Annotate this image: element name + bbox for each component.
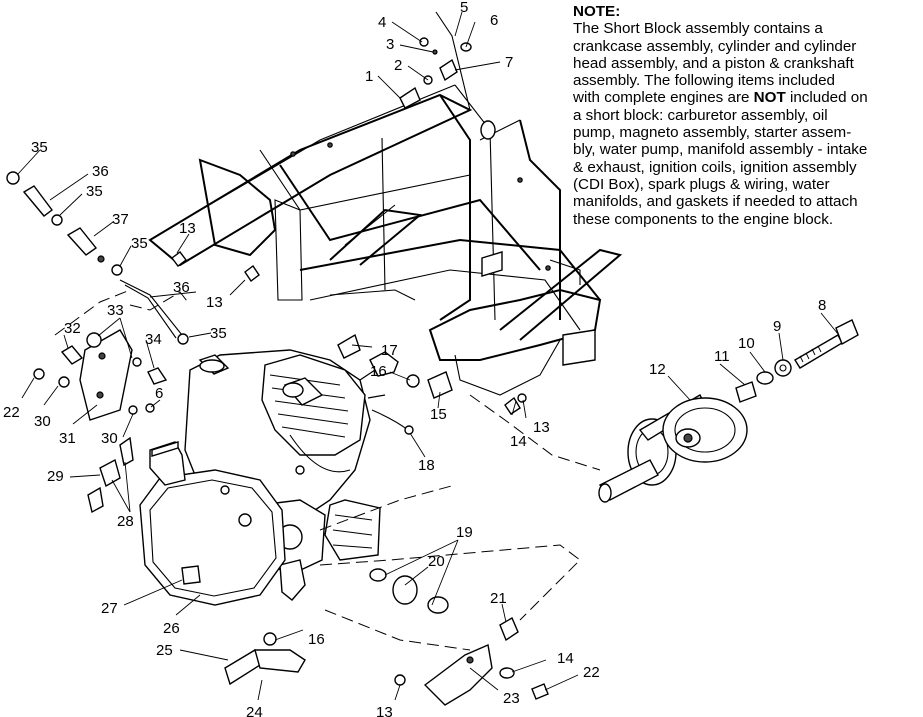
callout-10: 10 (738, 335, 755, 352)
callout-17: 17 (381, 342, 398, 359)
callout-30: 30 (34, 413, 51, 430)
callout-16: 16 (370, 363, 387, 380)
callout-16: 16 (308, 631, 325, 648)
note-line: these components to the engine block. (573, 210, 834, 228)
callout-36: 36 (92, 163, 109, 180)
callout-12: 12 (649, 361, 666, 378)
note-line: pump, magneto assembly, starter assem- (573, 124, 852, 142)
routing-lines (54, 289, 601, 651)
callout-14: 14 (557, 650, 574, 667)
note-line: manifolds, and gaskets if needed to atta… (573, 193, 858, 211)
callout-23: 23 (503, 690, 520, 707)
callout-13: 13 (376, 704, 393, 717)
callout-31: 31 (59, 430, 76, 447)
callout-5: 5 (460, 0, 468, 16)
callout-1: 1 (365, 68, 373, 85)
callout-20: 20 (428, 553, 445, 570)
callout-35: 35 (31, 139, 48, 156)
callout-21: 21 (490, 590, 507, 607)
callout-35: 35 (210, 325, 227, 342)
callout-33: 33 (107, 302, 124, 319)
callout-19: 19 (456, 524, 473, 541)
callout-30: 30 (101, 430, 118, 447)
engine-assembly (139, 349, 409, 606)
callout-13: 13 (206, 294, 223, 311)
callout-27: 27 (101, 600, 118, 617)
callout-29: 29 (47, 468, 64, 485)
pulley-assembly (598, 319, 859, 503)
note-line: with complete engines are NOT included o… (573, 89, 868, 107)
callout-6: 6 (155, 385, 163, 402)
callout-28: 28 (117, 513, 134, 530)
callout-6: 6 (490, 12, 498, 29)
callout-15: 15 (430, 406, 447, 423)
leader-lines (17, 11, 839, 701)
callout-22: 22 (583, 664, 600, 681)
note-line: bly, water pump, manifold assembly - int… (573, 141, 868, 159)
note-line: assembly. The following items included (573, 72, 835, 90)
callout-35: 35 (131, 235, 148, 252)
callout-37: 37 (112, 211, 129, 228)
note-line: (CDI Box), spark plugs & wiring, water (573, 175, 830, 193)
callout-22: 22 (3, 404, 20, 421)
note-line: & exhaust, ignition coils, ignition asse… (573, 158, 857, 176)
callout-26: 26 (163, 620, 180, 637)
callout-labels: 1 2 3 4 5 6 7 8 9 10 11 12 13 13 14 13 1… (3, 0, 826, 717)
callout-7: 7 (505, 54, 513, 71)
callout-18: 18 (418, 457, 435, 474)
callout-11: 11 (714, 348, 730, 365)
callout-34: 34 (145, 331, 162, 348)
note-line: head assembly, and a piston & crankshaft (573, 54, 854, 72)
frame-assembly (148, 84, 623, 396)
note-line: The Short Block assembly contains a (573, 20, 823, 38)
note-title: NOTE: (573, 3, 621, 20)
callout-3: 3 (386, 36, 394, 53)
callout-13: 13 (533, 419, 550, 436)
callout-24: 24 (246, 704, 263, 717)
callout-25: 25 (156, 642, 173, 659)
callout-36: 36 (173, 279, 190, 296)
callout-32: 32 (64, 320, 81, 337)
callout-4: 4 (378, 14, 386, 31)
note-line: crankcase assembly, cylinder and cylinde… (573, 37, 857, 55)
note-line: a short block: carburetor assembly, oil (573, 106, 828, 124)
callout-13: 13 (179, 220, 196, 237)
callout-8: 8 (818, 297, 826, 314)
callout-35: 35 (86, 183, 103, 200)
callout-9: 9 (773, 318, 781, 335)
callout-14: 14 (510, 433, 527, 450)
short-block-note: NOTE: The Short Block assembly contains … (573, 3, 918, 228)
callout-2: 2 (394, 57, 402, 74)
